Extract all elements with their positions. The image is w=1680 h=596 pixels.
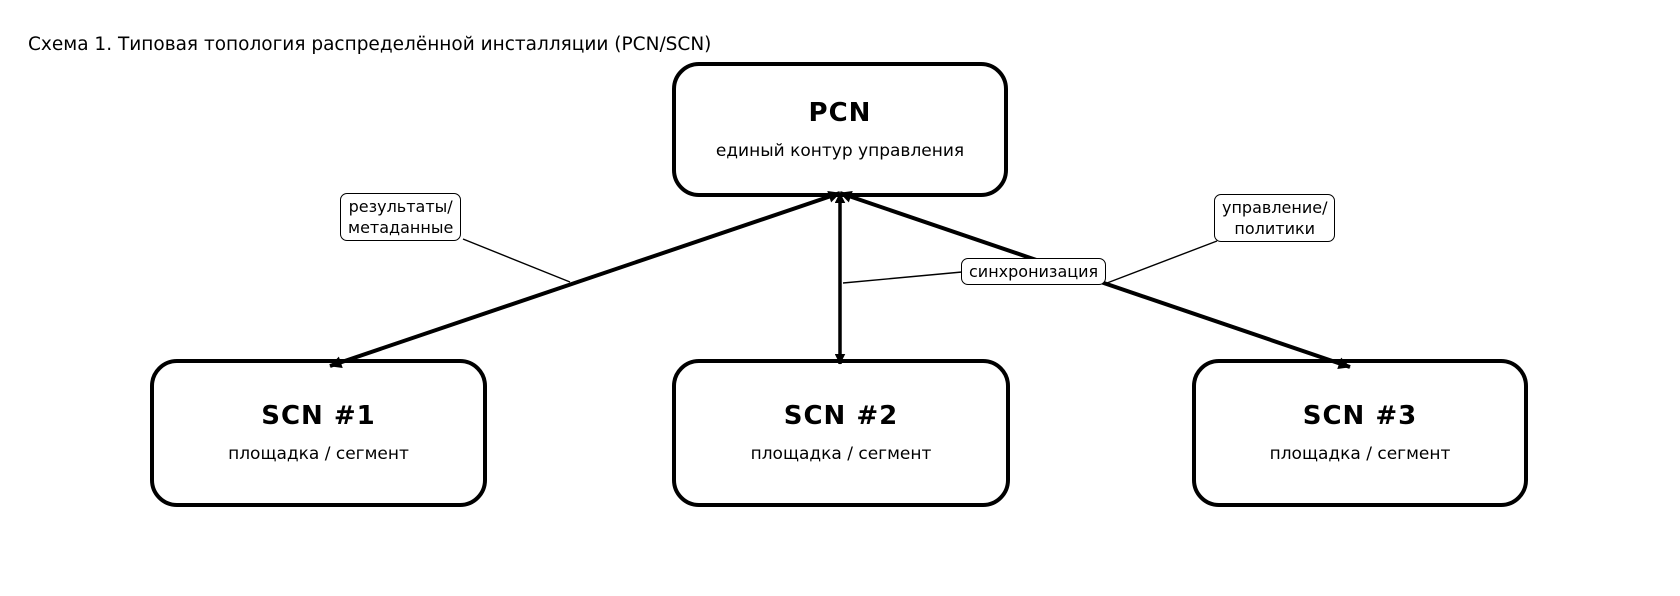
edge-label-sync: синхронизация bbox=[961, 258, 1107, 285]
leader-line-sync bbox=[842, 271, 963, 284]
leader-line-results bbox=[462, 238, 571, 283]
node-scn2-subtitle: площадка / сегмент bbox=[750, 444, 932, 464]
edge-label-control-line2: политики bbox=[1234, 219, 1316, 238]
node-pcn: PCN единый контур управления bbox=[672, 62, 1008, 197]
edge-label-results-line1: результаты/ bbox=[348, 197, 453, 216]
diagram-title: Схема 1. Типовая топология распределённо… bbox=[28, 34, 712, 55]
leader-line-control bbox=[1106, 240, 1218, 284]
node-scn1: SCN #1 площадка / сегмент bbox=[150, 359, 487, 507]
edge-label-results-line2: метаданные bbox=[348, 218, 454, 237]
edge-label-results: результаты/ метаданные bbox=[340, 193, 462, 241]
node-scn3: SCN #3 площадка / сегмент bbox=[1192, 359, 1528, 507]
node-scn1-subtitle: площадка / сегмент bbox=[228, 444, 409, 464]
edge-label-sync-line1: синхронизация bbox=[969, 262, 1099, 281]
node-scn2-title: SCN #2 bbox=[783, 401, 899, 431]
edge-label-control-line1: управление/ bbox=[1222, 198, 1328, 217]
node-scn3-title: SCN #3 bbox=[1302, 401, 1418, 431]
edge-label-control: управление/ политики bbox=[1214, 194, 1336, 242]
node-scn3-subtitle: площадка / сегмент bbox=[1269, 444, 1451, 464]
node-pcn-title: PCN bbox=[808, 97, 872, 128]
node-scn2: SCN #2 площадка / сегмент bbox=[672, 359, 1010, 507]
node-pcn-subtitle: единый контур управления bbox=[715, 140, 965, 161]
node-scn1-title: SCN #1 bbox=[261, 401, 376, 431]
